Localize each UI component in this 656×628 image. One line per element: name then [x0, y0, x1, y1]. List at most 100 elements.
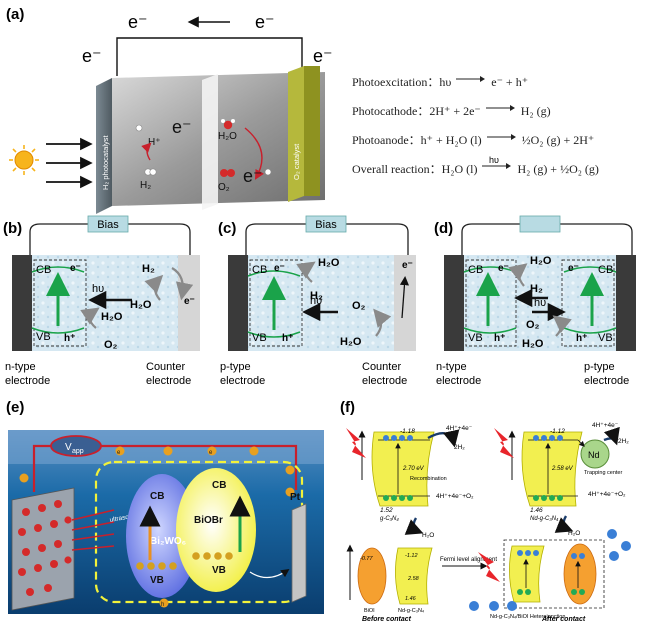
h2-label: H₂ — [530, 283, 543, 295]
cb-value: -1.18 — [400, 428, 415, 435]
vb-label: VB — [212, 565, 226, 576]
cb-label: CB — [150, 491, 164, 502]
electron-label: e⁻ — [172, 117, 192, 137]
arrow-label: hυ — [489, 156, 499, 165]
bias-box — [87, 215, 129, 233]
panel-f: (f) -1.18 1.52 2.70 eV Recombination 4H⁺… — [340, 399, 631, 623]
equation-lhs: Photoexcitation：hυ — [352, 75, 452, 89]
heterojunction-label: Nd-g-C₃N₄/BiOI Heterojunction — [490, 614, 565, 620]
h2-plate-label: H₂ photocatalyst — [101, 134, 110, 190]
bias-box — [519, 215, 561, 233]
before-contact-diagram: -0.77 -1.12 1.46 2.58 BiOI Nd-g-C₃N₄ Bef… — [346, 544, 433, 623]
after-contact-diagram: Nd-g-C₃N₄/BiOI Heterojunction After cont… — [469, 529, 631, 623]
equation-rhs: H₂ (g) — [520, 104, 551, 118]
vapp-sub: app — [72, 448, 84, 455]
o2-reaction-label: 4H⁺+4e⁻+O₂ — [436, 493, 474, 500]
energy-value: 1.46 — [405, 596, 417, 602]
electron-label: e⁻ — [313, 46, 333, 66]
bias-label: Bias — [315, 219, 337, 231]
h2o-label: H₂O — [318, 257, 340, 269]
reaction-arrow-icon — [484, 98, 518, 117]
pt-label: Pt — [290, 492, 301, 503]
electrode-label: n-type — [436, 361, 467, 373]
reaction-arrow-icon — [454, 69, 488, 88]
electrode-label: Counter — [146, 361, 185, 373]
bias-label: Bias — [97, 219, 119, 231]
after-contact-caption: After contact — [541, 616, 586, 623]
panel-c-tag: (c) — [218, 220, 236, 237]
electron-label: e⁻ — [70, 263, 81, 274]
reaction-arrow-icon — [485, 127, 519, 146]
o2-label: O₂ — [352, 300, 366, 312]
h2-product-label: 2H₂ — [454, 444, 465, 451]
electron-label: e⁻ — [402, 260, 413, 271]
panel-d-tag: (d) — [434, 220, 453, 237]
nd-particle — [580, 439, 610, 469]
electron-label: e⁻ — [274, 263, 285, 274]
trap-label: Trapping center — [584, 470, 622, 476]
electron-label: e⁻ — [184, 296, 195, 307]
equation-rhs: H₂ (g) + ½O₂ (g) — [517, 162, 599, 176]
electron-label: e⁻ — [568, 263, 579, 274]
panel-d: (d) CB VB e⁻ h⁺ CB VB e⁻ h⁺ H₂O H₂ hυ O₂… — [434, 215, 636, 387]
electron-label: e — [117, 450, 121, 456]
catalyst-particles — [18, 500, 72, 596]
hole-label: h⁺ — [494, 333, 505, 344]
vapp-label: V — [65, 442, 72, 453]
material-label: BiOI — [364, 608, 375, 614]
material-label: Nd-g-C₃N₄ — [530, 516, 559, 522]
h2o-label: H₂O — [218, 131, 237, 142]
hole-label: h⁺ — [282, 333, 293, 344]
electrode-label: Counter — [362, 361, 401, 373]
h2o-label: H₂O — [340, 336, 362, 348]
vb-label: VB — [252, 332, 267, 344]
vb-value: 1.46 — [530, 507, 543, 514]
panel-e-tag: (e) — [6, 399, 24, 416]
o2-label: O₂ — [526, 319, 540, 331]
panel-f-tag: (f) — [340, 399, 355, 416]
h2-label: H₂ — [142, 263, 155, 275]
external-circuit-wire — [116, 37, 303, 76]
electron-label: e⁻ — [255, 12, 275, 32]
panel-b-tag: (b) — [3, 220, 22, 237]
membrane — [202, 74, 218, 210]
o2-reaction-label: 4H⁺+4e⁻+O₂ — [588, 491, 626, 498]
recombination-label: Recombination — [410, 476, 447, 482]
electrode-label: electrode — [436, 375, 481, 387]
bandgap-label: 2.58 — [407, 576, 420, 582]
hv-label: hυ — [534, 297, 546, 309]
gcn-diagram: -1.18 1.52 2.70 eV Recombination 4H⁺+4e⁻… — [346, 425, 474, 539]
cb-value: -1.12 — [550, 428, 565, 435]
light-arrows — [46, 137, 93, 189]
hole-label: h⁺ — [576, 333, 587, 344]
nd-label: Nd — [588, 450, 600, 460]
vb-label: VB — [468, 332, 483, 344]
cb-label: CB — [468, 264, 483, 276]
electron-label: e — [209, 450, 213, 456]
material-label: g-C₃N₄ — [380, 516, 399, 522]
electrode-label: electrode — [146, 375, 191, 387]
bi2wo6-label: Bi₂WO₆ — [150, 536, 186, 547]
h2o-label: H₂O — [101, 311, 123, 323]
electron-label: e⁻ — [498, 263, 509, 274]
equation-rhs: e⁻ + h⁺ — [491, 75, 529, 89]
o2-catalyst-plate — [288, 66, 304, 202]
h2o-label: H₂O — [422, 532, 434, 539]
panel-b: (b) Bias CB VB e⁻ h⁺ hυ H₂ H₂O H₂O O₂ e⁻… — [3, 215, 200, 387]
electrode-label: electrode — [584, 375, 629, 387]
equation-row: Overall reaction：H₂O (l) hυ H₂ (g) + ½O₂… — [352, 155, 652, 188]
electron-label: e⁻ — [128, 12, 148, 32]
electron-dots — [19, 446, 295, 497]
counter-electrode — [394, 255, 416, 351]
h2-photocatalyst-plate — [96, 78, 112, 214]
reaction-equations: Photoexcitation：hυ e⁻ + h⁺Photocathode：2… — [352, 72, 652, 188]
n-type-electrode — [12, 255, 32, 351]
hv-label: hυ — [92, 283, 104, 295]
bandgap-label: 2.70 eV — [402, 466, 425, 472]
cb-label: CB — [212, 480, 226, 491]
panel-a: (a) e⁻ e⁻ e⁻ e⁻ H₂ photocatalyst O₂ cata… — [6, 6, 333, 214]
electron-label: e⁻ — [82, 46, 102, 66]
h2-label: H₂ — [310, 290, 323, 302]
